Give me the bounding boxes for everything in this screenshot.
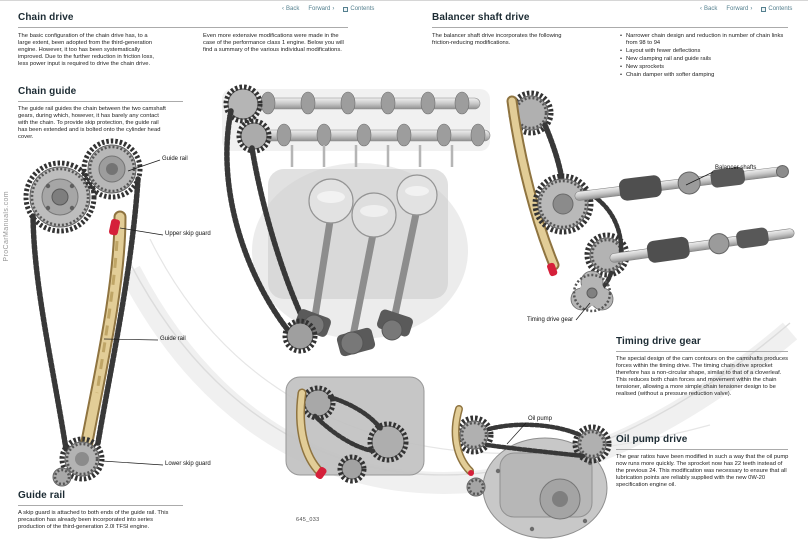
chain-guide-body: The guide rail guides the chain between … bbox=[18, 106, 166, 140]
forward-arrow-icon: › bbox=[750, 6, 753, 12]
list-item: Narrower chain design and reduction in n… bbox=[620, 33, 792, 47]
callout-upper-skip-guard: Upper skip guard bbox=[165, 231, 211, 237]
list-item: New clamping rail and guide rails bbox=[620, 56, 792, 63]
left-page-title: Chain drive bbox=[18, 12, 74, 23]
heading-rule bbox=[616, 449, 788, 450]
list-item: New sprockets bbox=[620, 64, 792, 71]
heading-rule bbox=[432, 27, 788, 28]
callout-timing-drive-gear: Timing drive gear bbox=[527, 317, 574, 323]
contents-label: Contents bbox=[350, 6, 375, 12]
callout-lower-skip-guard: Lower skip guard bbox=[165, 461, 211, 467]
back-button[interactable]: ‹ Back bbox=[700, 6, 717, 12]
nav-bar-right: ‹ Back Forward › Contents bbox=[700, 6, 792, 12]
watermark: ProCarManuals.com bbox=[3, 191, 10, 262]
back-label: Back bbox=[704, 6, 718, 12]
chain-drive-intro-col2: Even more extensive modifications were m… bbox=[203, 33, 344, 53]
figure-code: 645_033 bbox=[296, 517, 320, 523]
oil-pump-illustration bbox=[451, 405, 612, 539]
list-item: Chain damper with softer damping bbox=[620, 72, 792, 79]
callout-guide-rail-mid: Guide rail bbox=[160, 336, 186, 342]
contents-label: Contents bbox=[768, 6, 793, 12]
timing-drive-gear-body: The special design of the cam contours o… bbox=[616, 356, 789, 397]
oil-pump-drive-body: The gear ratios have been modified in su… bbox=[616, 454, 789, 488]
callout-balancer-shafts: Balancer shafts bbox=[715, 165, 757, 171]
forward-button[interactable]: Forward › bbox=[308, 6, 334, 12]
modifications-list: Narrower chain design and reduction in n… bbox=[620, 33, 792, 80]
cam-chain-guide-illustration bbox=[23, 138, 143, 487]
callout-oil-pump: Oil pump bbox=[528, 416, 553, 422]
heading-rule bbox=[18, 505, 183, 506]
contents-icon bbox=[761, 6, 767, 12]
contents-button[interactable]: Contents bbox=[761, 6, 792, 12]
chain-guide-title: Chain guide bbox=[18, 86, 77, 97]
guide-rail-body: A skip guard is attached to both ends of… bbox=[18, 510, 169, 530]
oil-pump-drive-title: Oil pump drive bbox=[616, 434, 688, 445]
leader-lines bbox=[101, 159, 714, 466]
back-label: Back bbox=[286, 6, 300, 12]
contents-icon bbox=[343, 6, 349, 12]
list-item: Layout with fewer deflections bbox=[620, 48, 792, 55]
engine-block-illustration bbox=[222, 84, 491, 484]
nav-bar-left: ‹ Back Forward › Contents bbox=[282, 6, 374, 12]
balancer-shaft-illustration bbox=[506, 90, 795, 313]
contents-button[interactable]: Contents bbox=[343, 6, 374, 12]
timing-drive-gear-title: Timing drive gear bbox=[616, 336, 701, 347]
heading-rule bbox=[18, 101, 183, 102]
back-button[interactable]: ‹ Back bbox=[282, 6, 299, 12]
heading-rule bbox=[616, 351, 788, 352]
balancer-intro: The balancer shaft drive incorporates th… bbox=[432, 33, 562, 46]
back-arrow-icon: ‹ bbox=[700, 6, 702, 12]
chain-drive-intro-col1: The basic configuration of the chain dri… bbox=[18, 33, 154, 67]
back-arrow-icon: ‹ bbox=[282, 6, 284, 12]
forward-label: Forward bbox=[726, 6, 749, 12]
forward-arrow-icon: › bbox=[332, 6, 335, 12]
forward-button[interactable]: Forward › bbox=[726, 6, 752, 12]
forward-label: Forward bbox=[308, 6, 331, 12]
guide-rail-title: Guide rail bbox=[18, 490, 66, 501]
heading-rule bbox=[18, 27, 348, 28]
right-page-title: Balancer shaft drive bbox=[432, 12, 530, 23]
callout-guide-rail-top: Guide rail bbox=[162, 156, 188, 162]
